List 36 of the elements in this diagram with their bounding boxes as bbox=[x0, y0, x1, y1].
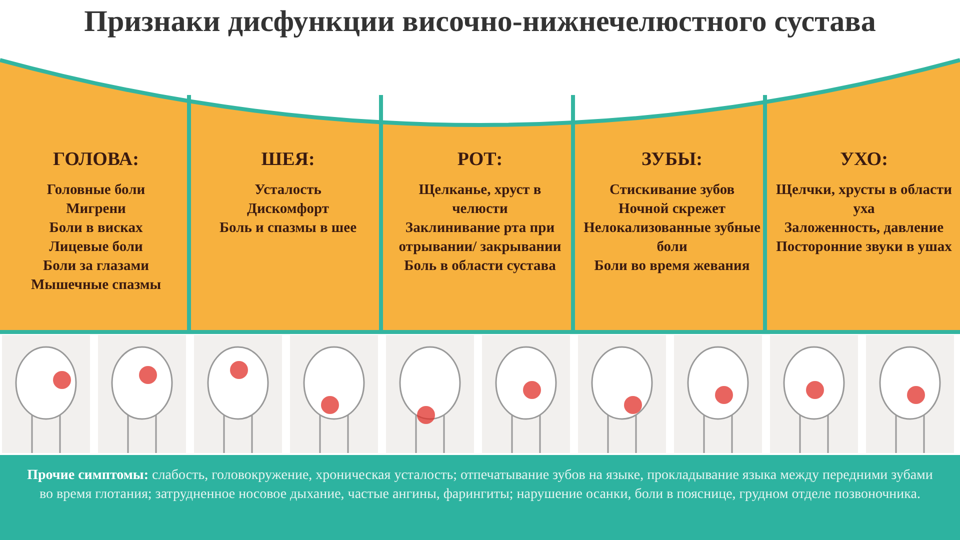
column-heading: ГОЛОВА: bbox=[53, 150, 139, 169]
column-heading: РОТ: bbox=[457, 150, 503, 169]
pain-area-picture bbox=[98, 335, 186, 453]
note-text: Прочие симптомы: слабость, головокружение, хроническая усталость; отпечатывание зубов на языке, прокладывание языка между передними зубами во время глотания; затрудненное носовое дыхание, частые ангины, фарингиты; нарушение осанки, боли в пояснице, грудном отделе позвоночника. bbox=[26, 467, 934, 504]
symptom-text: Посторонние звуки в ушах bbox=[775, 238, 953, 257]
symptom-text: Заклинивание рта при отрывании/ закрывании bbox=[398, 219, 562, 257]
symptom-text: Щелканье, хруст в челюсти bbox=[418, 181, 542, 219]
symptom-text: Мигрени bbox=[65, 200, 127, 219]
pain-area-picture bbox=[578, 335, 666, 453]
symptom-text: Головные боли bbox=[46, 181, 146, 200]
column-heading: УХО: bbox=[840, 150, 888, 169]
title: Признаки дисфункции височно-нижнечелюстного сустава bbox=[83, 4, 877, 40]
symptom-text: Мышечные спазмы bbox=[30, 276, 162, 295]
symptom-text: Боли в висках bbox=[48, 219, 144, 238]
symptom-text: Стискивание зубов bbox=[608, 181, 736, 200]
symptom-text: Нелокализованные зубные боли bbox=[582, 219, 762, 257]
symptom-text: Боли во время жевания bbox=[593, 257, 751, 276]
pain-area-picture bbox=[194, 335, 282, 453]
pain-area-picture bbox=[770, 335, 858, 453]
symptom-text: Ночной скрежет bbox=[617, 200, 727, 219]
symptom-text: Лицевые боли bbox=[48, 238, 144, 257]
pain-area-picture bbox=[674, 335, 762, 453]
pain-area-picture bbox=[482, 335, 570, 453]
column-heading: ШЕЯ: bbox=[261, 150, 315, 169]
pain-area-picture bbox=[290, 335, 378, 453]
symptom-text: Дискомфорт bbox=[246, 200, 330, 219]
pain-area-picture bbox=[866, 335, 954, 453]
column-heading: ЗУБЫ: bbox=[641, 150, 703, 169]
symptom-text: Боль в области сустава bbox=[403, 257, 557, 276]
symptom-text: Боль и спазмы в шее bbox=[218, 219, 358, 238]
symptom-text: Усталость bbox=[254, 181, 322, 200]
symptom-text: Щелчки, хрусты в области уха bbox=[775, 181, 953, 219]
symptom-text: Заложенность, давление bbox=[783, 219, 945, 238]
pain-area-picture bbox=[386, 335, 474, 453]
symptom-text: Боли за глазами bbox=[42, 257, 150, 276]
pain-area-picture bbox=[2, 335, 90, 453]
